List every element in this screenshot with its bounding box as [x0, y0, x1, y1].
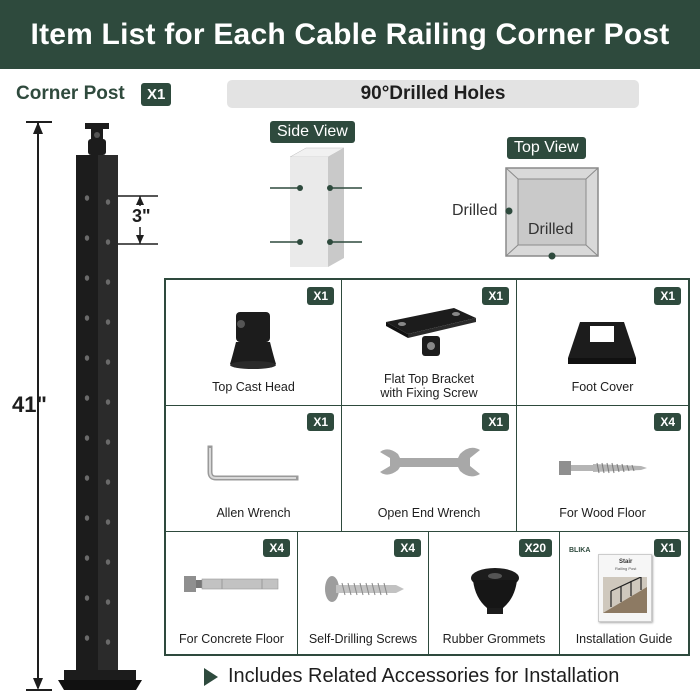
item-name: Allen Wrench [216, 506, 291, 520]
corner-post-label: Corner Post [16, 83, 125, 104]
item-name-line1: Flat Top Bracket [383, 372, 475, 386]
installation-guide-thumbnail: BLIKA Stair Railing Post [569, 547, 652, 622]
item-name: For Wood Floor [559, 506, 646, 520]
item-qty-badge: X20 [518, 539, 552, 557]
grid-divider [166, 531, 688, 532]
flat-bracket-icon [386, 308, 476, 356]
item-concrete-anchor: X4 For Concrete Floor [166, 532, 297, 654]
grid-divider [297, 531, 298, 654]
grid-divider [341, 280, 342, 531]
page-title: Item List for Each Cable Railing Corner … [30, 17, 670, 51]
post-hole [105, 279, 111, 285]
item-open-end-wrench: X1 Open End Wrench [342, 406, 516, 531]
post-hole [105, 519, 111, 525]
post-hole [84, 235, 90, 241]
item-name-line2: with Fixing Screw [380, 386, 478, 400]
post-hole [105, 599, 111, 605]
item-name: Open End Wrench [377, 506, 481, 520]
item-self-drilling-screws: X4 Self-Drilling Screws [298, 532, 428, 654]
item-qty-badge: X1 [482, 413, 509, 431]
post-hole [105, 359, 111, 365]
items-grid: X1 Top Cast Head X1 Flat Top Bracket wit… [164, 278, 690, 656]
corner-post-qty-badge: X1 [141, 83, 172, 106]
post-hole [105, 479, 111, 485]
grid-divider [559, 531, 560, 654]
post-hole [84, 475, 90, 481]
post-hole [105, 399, 111, 405]
item-qty-badge: X4 [394, 539, 421, 557]
lag-screw-icon [559, 461, 647, 475]
item-name: Foot Cover [571, 380, 634, 394]
side-view-label: Side View [270, 121, 355, 143]
item-rubber-grommets: X20 Rubber Grommets [429, 532, 559, 654]
item-qty-badge: X1 [307, 287, 334, 305]
post-hole [84, 395, 90, 401]
item-name: Rubber Grommets [442, 632, 546, 646]
post-drilled-holes [84, 195, 111, 645]
item-qty-badge: X1 [307, 413, 334, 431]
drilled-side-label: Drilled [452, 202, 498, 219]
grid-divider [428, 531, 429, 654]
grid-divider [516, 280, 517, 531]
top-view-label: Top View [507, 137, 586, 159]
item-name: For Concrete Floor [179, 632, 284, 646]
post-hole [105, 239, 111, 245]
item-qty-badge: X4 [654, 413, 681, 431]
post-hole [84, 195, 90, 201]
post-hole [84, 315, 90, 321]
allen-wrench-icon [207, 445, 299, 481]
item-name: Self-Drilling Screws [308, 632, 418, 646]
post-hole [84, 275, 90, 281]
post-hole [84, 435, 90, 441]
open-end-wrench-icon [380, 447, 480, 477]
post-hole [84, 355, 90, 361]
play-triangle-icon [204, 667, 218, 686]
corner-post-illustration [26, 121, 158, 691]
item-qty-badge: X1 [654, 539, 681, 557]
post-hole [105, 319, 111, 325]
item-qty-badge: X1 [482, 287, 509, 305]
item-qty-badge: X4 [263, 539, 290, 557]
post-hole [84, 595, 90, 601]
item-flat-top-bracket: X1 Flat Top Bracket with Fixing Screw [342, 280, 516, 405]
anchor-bolt-icon [184, 576, 279, 592]
footer-note-text: Includes Related Accessories for Install… [228, 665, 620, 687]
post-hole [84, 555, 90, 561]
hole-spacing-label: 3" [131, 206, 152, 227]
guide-subtitle: Railing Post [615, 566, 637, 571]
item-qty-badge: X1 [654, 287, 681, 305]
foot-cover-icon [568, 322, 636, 364]
self-drilling-screw-icon [325, 576, 404, 602]
item-name: Installation Guide [575, 632, 673, 646]
post-hole [105, 439, 111, 445]
item-top-cast-head: X1 Top Cast Head [166, 280, 341, 405]
item-name: Top Cast Head [212, 380, 295, 394]
top-view-illustration [505, 167, 599, 260]
side-view-illustration [270, 147, 362, 267]
footer-note: Includes Related Accessories for Install… [204, 665, 619, 688]
header-banner: Item List for Each Cable Railing Corner … [0, 0, 700, 69]
top-cast-head-icon [230, 312, 276, 369]
post-height-label: 41" [12, 392, 47, 417]
item-allen-wrench: X1 Allen Wrench [166, 406, 341, 531]
item-wood-floor-screw: X4 For Wood Floor [517, 406, 688, 531]
item-installation-guide: X1 BLIKA Stair Railing Post Installation… [560, 532, 688, 654]
post-hole [84, 515, 90, 521]
grid-divider [166, 405, 688, 406]
post-hole [84, 635, 90, 641]
drilled-holes-banner: 90°Drilled Holes [227, 80, 639, 108]
guide-photo-icon [603, 577, 647, 613]
item-foot-cover: X1 Foot Cover [517, 280, 688, 405]
drilled-center-label: Drilled [528, 221, 574, 238]
post-hole [105, 639, 111, 645]
rubber-grommet-icon [471, 568, 519, 614]
guide-title: Stair [619, 559, 633, 565]
post-hole [105, 559, 111, 565]
guide-brand: BLIKA [569, 547, 591, 554]
post-hole [105, 199, 111, 205]
